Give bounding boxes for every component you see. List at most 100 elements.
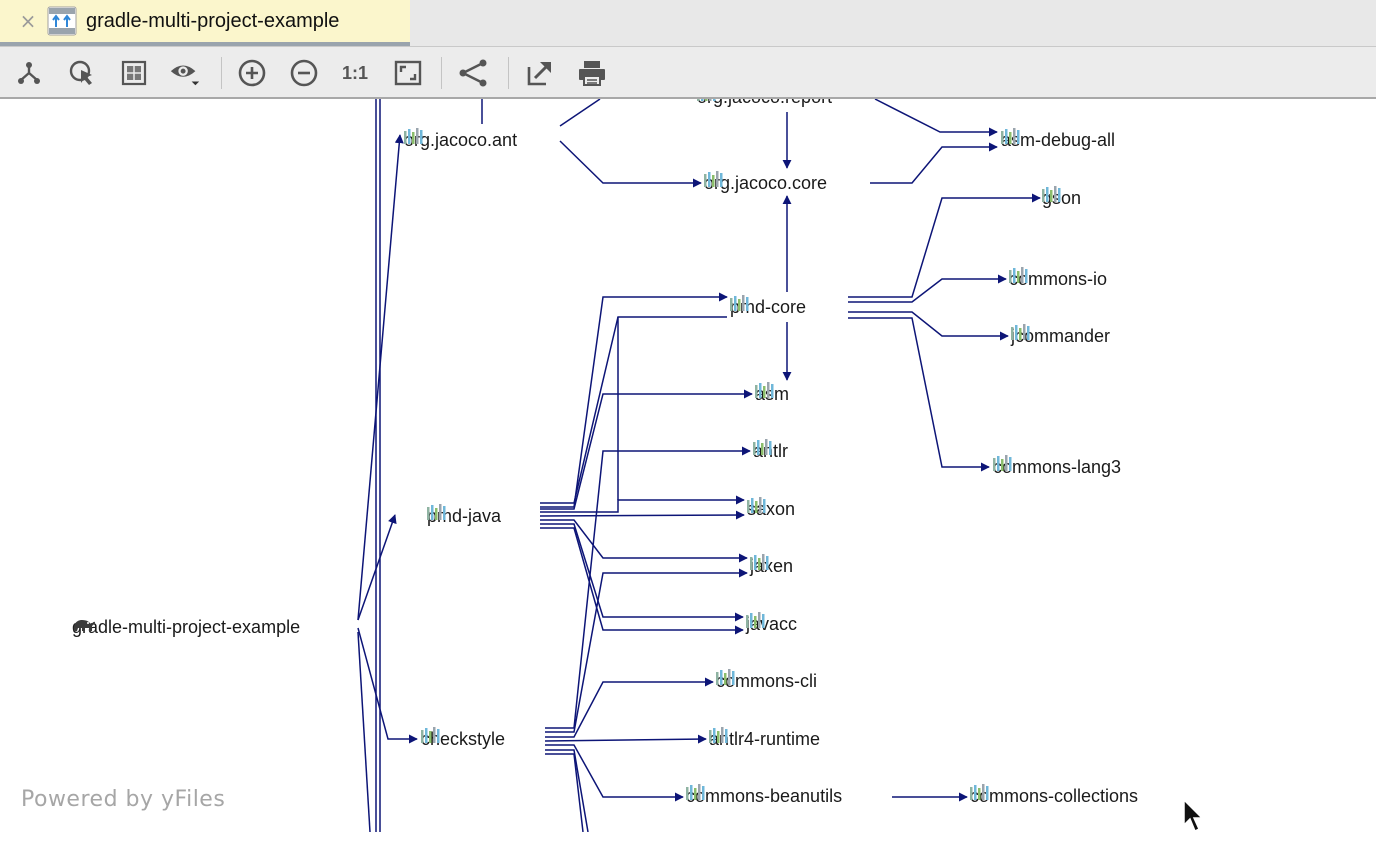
library-icon bbox=[750, 554, 769, 570]
node-pmd-java[interactable]: pmd-java bbox=[427, 504, 501, 528]
library-icon bbox=[1001, 128, 1020, 144]
fit-window-icon[interactable] bbox=[391, 56, 425, 90]
node-label: org.jacoco.report bbox=[697, 99, 832, 108]
library-icon bbox=[730, 295, 749, 311]
node-saxon[interactable]: saxon bbox=[747, 497, 795, 521]
toolbar-separator bbox=[508, 57, 509, 89]
graph-edge bbox=[357, 514, 397, 621]
node-label: org.jacoco.core bbox=[704, 172, 828, 193]
library-icon bbox=[686, 784, 705, 800]
node-jcommander[interactable]: jcommander bbox=[1011, 324, 1110, 348]
node-asm[interactable]: asm bbox=[755, 382, 789, 406]
node-root-project[interactable]: gradle-multi-project-example bbox=[72, 615, 300, 639]
graph-edge bbox=[357, 627, 418, 744]
node-pmd-core[interactable]: pmd-core bbox=[730, 295, 806, 319]
node-label: pmd-core bbox=[730, 296, 807, 317]
library-icon bbox=[1011, 324, 1030, 340]
graph-edge bbox=[357, 134, 404, 621]
library-icon bbox=[746, 612, 765, 628]
gradle-elephant-icon bbox=[73, 620, 95, 631]
node-commons-collections[interactable]: commons-collections bbox=[970, 784, 1138, 808]
tab-bar: × gradle-multi-project-example bbox=[0, 0, 1376, 47]
graph-edge bbox=[540, 523, 744, 622]
library-icon bbox=[709, 727, 728, 743]
graph-edge bbox=[848, 311, 1009, 341]
node-jacoco-ant[interactable]: org.jacoco.ant bbox=[404, 128, 517, 152]
diagram-icon bbox=[47, 6, 77, 36]
library-icon bbox=[404, 128, 423, 144]
graph-edge bbox=[540, 389, 753, 510]
eye-icon[interactable] bbox=[168, 56, 202, 90]
print-icon[interactable] bbox=[575, 56, 609, 90]
fit-selection-icon[interactable] bbox=[65, 56, 99, 90]
node-label: commons-collections bbox=[970, 785, 1139, 806]
tab-title: gradle-multi-project-example bbox=[86, 9, 340, 32]
node-jacoco-core[interactable]: org.jacoco.core bbox=[704, 171, 827, 195]
editor-tab[interactable]: × gradle-multi-project-example bbox=[0, 0, 410, 46]
graph-edge bbox=[540, 316, 727, 504]
node-commons-lang3[interactable]: commons-lang3 bbox=[993, 455, 1121, 479]
graph-edge bbox=[545, 568, 748, 733]
toolbar-separator bbox=[441, 57, 442, 89]
tree-layout-icon[interactable] bbox=[456, 56, 490, 90]
graph-edge bbox=[848, 274, 1007, 303]
graph-edge bbox=[540, 495, 745, 513]
library-icon bbox=[970, 784, 989, 800]
actual-size-button[interactable]: 1:1 bbox=[341, 62, 368, 83]
node-javacc[interactable]: javacc bbox=[746, 612, 797, 636]
graph-edge bbox=[544, 734, 707, 744]
graph-edge bbox=[545, 677, 714, 738]
watermark: Powered by yFiles bbox=[21, 787, 226, 812]
graph-edge bbox=[874, 99, 998, 137]
graph-edge bbox=[870, 142, 998, 184]
graph-edge bbox=[559, 140, 702, 188]
node-asm-debug-all[interactable]: asm-debug-all bbox=[1001, 128, 1115, 152]
zoom-out-icon[interactable] bbox=[287, 56, 321, 90]
library-icon bbox=[1042, 186, 1061, 202]
diagram-toolbar: 1:1 bbox=[0, 47, 1376, 99]
library-icon bbox=[427, 504, 446, 520]
node-antlr[interactable]: antlr bbox=[753, 439, 788, 463]
zoom-in-icon[interactable] bbox=[235, 56, 269, 90]
graph-edge bbox=[545, 446, 751, 729]
node-checkstyle[interactable]: checkstyle bbox=[421, 727, 505, 751]
graph-edge bbox=[848, 317, 990, 472]
node-commons-io[interactable]: commons-io bbox=[1009, 267, 1107, 291]
node-label: commons-io bbox=[1009, 268, 1108, 289]
graph-edge bbox=[539, 510, 745, 520]
library-icon bbox=[747, 497, 766, 513]
mouse-cursor-icon bbox=[1183, 798, 1204, 833]
node-label: commons-cli bbox=[716, 670, 818, 691]
diagram-canvas[interactable]: gradle-multi-project-example org.jacoco.… bbox=[0, 99, 1376, 832]
library-icon bbox=[753, 439, 772, 455]
graph-edge bbox=[848, 193, 1041, 298]
graph-edge bbox=[545, 749, 589, 832]
node-label: org.jacoco.ant bbox=[404, 129, 518, 150]
node-jaxen[interactable]: jaxen bbox=[750, 554, 793, 578]
export-icon[interactable] bbox=[523, 56, 557, 90]
node-commons-beanutils[interactable]: commons-beanutils bbox=[686, 784, 842, 808]
library-icon bbox=[755, 382, 774, 398]
node-label: commons-beanutils bbox=[686, 785, 843, 806]
node-label: jcommander bbox=[1011, 325, 1111, 346]
graph-edge bbox=[540, 527, 744, 635]
library-icon bbox=[697, 99, 716, 101]
graph-edges bbox=[357, 99, 1041, 832]
toolbar-separator bbox=[221, 57, 222, 89]
graph-edge bbox=[545, 744, 684, 802]
graph-edge bbox=[357, 631, 371, 832]
node-jacoco-report[interactable]: org.jacoco.report bbox=[697, 99, 832, 109]
graph-edge bbox=[540, 292, 728, 508]
close-icon[interactable]: × bbox=[19, 9, 37, 33]
node-commons-cli[interactable]: commons-cli bbox=[716, 669, 817, 693]
node-gson[interactable]: gson bbox=[1042, 186, 1081, 210]
library-icon bbox=[716, 669, 735, 685]
fit-content-icon[interactable] bbox=[117, 56, 151, 90]
node-label: antlr4-runtime bbox=[709, 728, 821, 749]
node-antlr4-runtime[interactable]: antlr4-runtime bbox=[709, 727, 820, 751]
hierarchic-layout-icon[interactable] bbox=[12, 56, 46, 90]
library-icon bbox=[421, 727, 440, 743]
library-icon bbox=[1009, 267, 1028, 283]
node-label: commons-lang3 bbox=[993, 456, 1122, 477]
node-label: gradle-multi-project-example bbox=[72, 616, 301, 637]
